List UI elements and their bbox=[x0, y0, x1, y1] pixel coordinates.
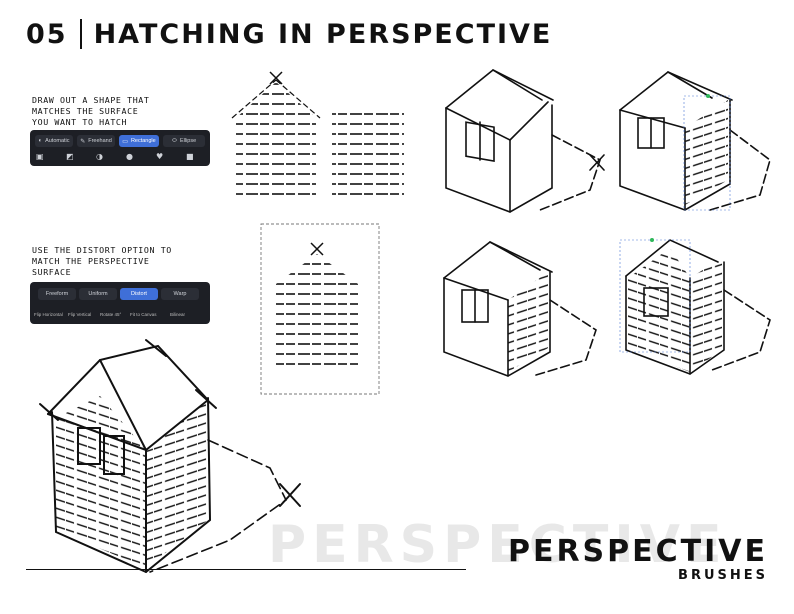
brand-title: PERSPECTIVE bbox=[507, 534, 768, 569]
shed-sketch-distort bbox=[443, 241, 597, 377]
add-icon[interactable]: ▣ bbox=[36, 152, 44, 161]
mode-rectangle-button[interactable]: ▭ Rectangle bbox=[119, 135, 159, 147]
framed-hatch-house bbox=[260, 223, 380, 395]
page-header: 05 HATCHING IN PERSPECTIVE bbox=[26, 14, 552, 54]
transform-freeform-button[interactable]: Freeform bbox=[38, 288, 76, 300]
brand-subtitle: BRUSHES bbox=[678, 568, 768, 583]
ellipse-icon: ⬭ bbox=[171, 137, 177, 144]
instruction-draw-shape: DRAW OUT A SHAPE THAT MATCHES THE SURFAC… bbox=[32, 95, 150, 127]
clear-icon[interactable]: ■ bbox=[186, 152, 194, 161]
mode-automatic-button[interactable]: ◐ Automatic bbox=[35, 135, 73, 147]
flip-horizontal-button[interactable]: Flip Horizontal bbox=[34, 312, 63, 317]
flat-hatch-house bbox=[231, 71, 321, 198]
freehand-icon: ✎ bbox=[80, 138, 86, 145]
footer-rule bbox=[26, 569, 466, 570]
save-icon[interactable]: ♥ bbox=[156, 152, 164, 161]
shed-sketch-hatch-side bbox=[619, 71, 771, 211]
rotate-button[interactable]: Rotate 45° bbox=[100, 312, 122, 317]
flat-hatch-rectangle bbox=[332, 106, 404, 198]
instruction-distort: USE THE DISTORT OPTION TO MATCH THE PERS… bbox=[32, 245, 172, 277]
page-title: HATCHING IN PERSPECTIVE bbox=[93, 18, 553, 50]
mode-ellipse-button[interactable]: ⬭ Ellipse bbox=[163, 135, 205, 147]
fill-icon[interactable]: ● bbox=[126, 152, 133, 161]
shed-sketch-full-hatch bbox=[619, 238, 771, 375]
header-divider bbox=[79, 19, 82, 49]
feather-icon[interactable]: ◑ bbox=[96, 152, 103, 161]
invert-icon[interactable]: ◩ bbox=[66, 152, 74, 161]
automatic-icon: ◐ bbox=[38, 138, 43, 144]
rectangle-icon: ▭ bbox=[122, 138, 128, 145]
shed-sketch-outline bbox=[445, 69, 605, 213]
brand-logo: PERSPECTIVE BRUSHES bbox=[508, 536, 768, 584]
selection-toolbar: ◐ Automatic ✎ Freehand ▭ Rectangle ⬭ Ell… bbox=[30, 130, 210, 166]
large-shed-final bbox=[39, 339, 301, 574]
bilinear-button[interactable]: Bilinear bbox=[170, 312, 186, 317]
transform-uniform-button[interactable]: Uniform bbox=[79, 288, 117, 300]
transform-toolbar: Freeform Uniform Distort Warp Flip Horiz… bbox=[30, 282, 210, 324]
mode-freehand-button[interactable]: ✎ Freehand bbox=[77, 135, 115, 147]
section-number: 05 bbox=[26, 18, 68, 50]
transform-distort-button[interactable]: Distort bbox=[120, 288, 158, 300]
transform-warp-button[interactable]: Warp bbox=[161, 288, 199, 300]
flip-vertical-button[interactable]: Flip Vertical bbox=[68, 312, 92, 317]
fit-to-canvas-button[interactable]: Fit to Canvas bbox=[130, 312, 157, 317]
watermark-text: PERSPECTIVE bbox=[268, 515, 728, 575]
